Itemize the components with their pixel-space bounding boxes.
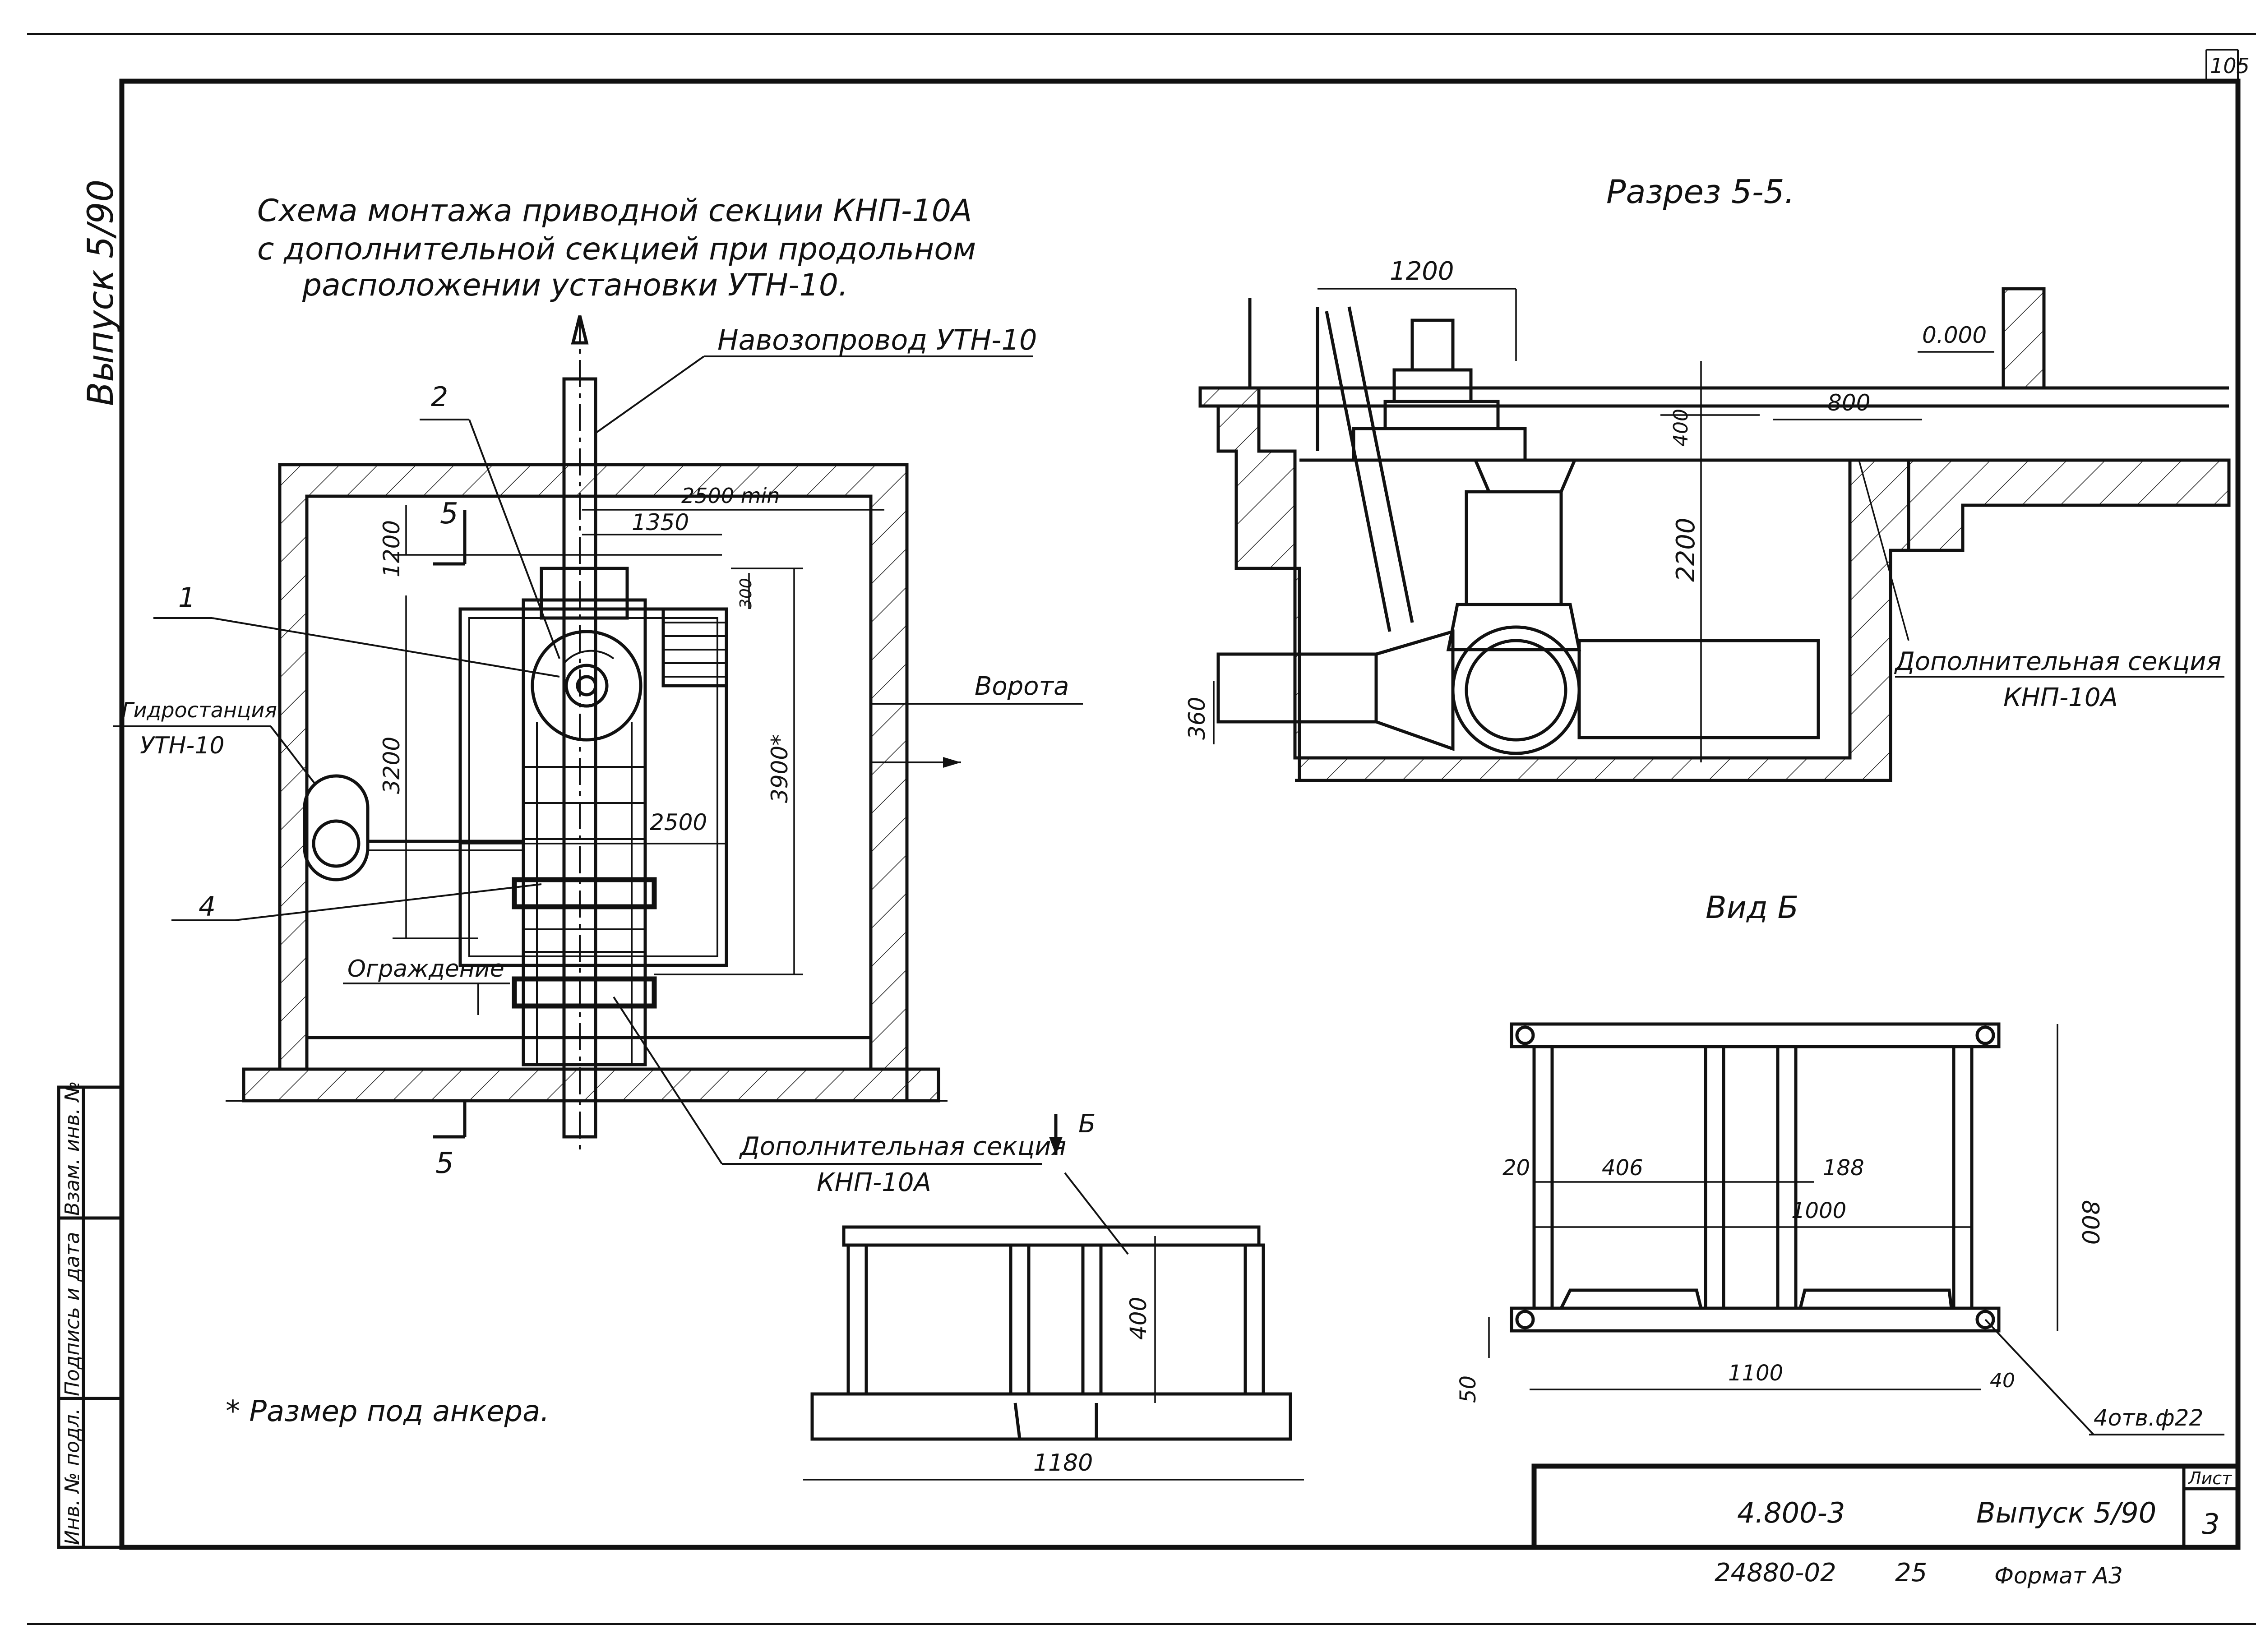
- plan-leaders: [113, 355, 1083, 1165]
- title-line-3: расположении установки УТН-10.: [302, 268, 848, 303]
- bottom-inventory: 24880-02: [1715, 1558, 1836, 1587]
- viewb-dim-40: 40: [1990, 1369, 2015, 1392]
- dim-300: 300: [737, 578, 755, 609]
- stamp-replace-inventory: Взам. инв. №: [61, 1081, 84, 1216]
- stamp-signature-date: Подпись и дата: [61, 1232, 84, 1396]
- drive-frame: [458, 607, 728, 967]
- side-issue-note: Выпуск 5/90: [81, 180, 121, 406]
- viewb-dim-188: 188: [1823, 1155, 1864, 1181]
- label-manure-pipe: Навозопровод УТН-10: [717, 323, 1037, 356]
- small-dim-400: 400: [1125, 1297, 1151, 1340]
- conveyor-body: [522, 598, 647, 1066]
- label-extra-section-1: Дополнительная секция: [739, 1132, 1066, 1161]
- side-stamp: [57, 1085, 124, 1549]
- label-hydro-1: Гидростанция: [122, 698, 277, 722]
- section-label-extra-1: Дополнительная секция: [1894, 647, 2221, 676]
- section-dim-2200: 2200: [1671, 517, 1701, 582]
- callout-1: 1: [178, 582, 195, 614]
- section-dim-400: 400: [1669, 409, 1692, 447]
- label-fence: Ограждение: [347, 955, 504, 983]
- section-5-5: [1198, 287, 2231, 782]
- dim-2500: 2500: [650, 809, 707, 835]
- page-number: 105: [2210, 54, 2250, 78]
- viewb-dim-20: 20: [1502, 1155, 1530, 1181]
- section-title: Разрез 5-5.: [1606, 173, 1794, 211]
- dim-3200: 3200: [379, 737, 405, 794]
- dim-1200: 1200: [379, 520, 405, 577]
- hydro-station: [303, 774, 370, 881]
- label-extra-section-2: КНП-10А: [817, 1168, 931, 1197]
- sheet-label: Лист: [2187, 1468, 2233, 1488]
- stamp-inventory-no: Инв. № подл.: [61, 1408, 84, 1545]
- doc-code: 4.800-3: [1737, 1496, 1845, 1529]
- dim-2500min: 2500 min: [681, 484, 780, 508]
- viewb-dim-50: 50: [1456, 1375, 1481, 1403]
- view-b-mark: Б: [1078, 1109, 1096, 1139]
- viewb-dim-406: 406: [1602, 1155, 1643, 1181]
- viewb-holes: 4отв.ф22: [2094, 1405, 2203, 1431]
- dim-1350: 1350: [632, 509, 689, 535]
- label-gate: Ворота: [975, 672, 1069, 701]
- view-b-title: Вид Б: [1706, 890, 1798, 926]
- title-block: [1531, 1463, 2241, 1550]
- label-hydro-2: УТН-10: [140, 732, 224, 759]
- small-section: [803, 1172, 1304, 1481]
- section-dim-800: 800: [1827, 390, 1870, 416]
- bottom-copy: 25: [1895, 1558, 1927, 1587]
- viewb-dim-1000: 1000: [1791, 1198, 1846, 1223]
- plan-floor-strip: [242, 1067, 940, 1103]
- section-level: 0.000: [1922, 322, 1987, 348]
- title-line-1: Схема монтажа приводной секции КНП-10А: [257, 193, 972, 229]
- cut-mark-bottom: 5: [435, 1147, 454, 1180]
- footnote-anchors: * Размер под анкера.: [226, 1395, 550, 1428]
- stair: [661, 607, 728, 688]
- title-line-2: с дополнительной секцией при продольном: [257, 231, 976, 267]
- callout-4: 4: [199, 891, 216, 923]
- cut-mark-top: 5: [440, 497, 458, 531]
- callout-2: 2: [431, 381, 448, 413]
- view-b: [1488, 1022, 2094, 1435]
- viewb-dim-800: 800: [2076, 1200, 2103, 1245]
- bottom-format: Формат А3: [1994, 1563, 2123, 1589]
- section-dim-1200: 1200: [1390, 257, 1454, 286]
- dim-3900: 3900*: [767, 734, 793, 803]
- viewb-dim-1100: 1100: [1728, 1361, 1783, 1386]
- plan-view: [226, 315, 961, 1155]
- doc-issue: Выпуск 5/90: [1976, 1496, 2156, 1529]
- section-dim-360: 360: [1184, 697, 1210, 740]
- small-dim-1180: 1180: [1033, 1449, 1093, 1477]
- sheet-frame: [27, 33, 2256, 1625]
- section-label-extra-2: КНП-10А: [2003, 683, 2118, 712]
- drawing-title: Схема монтажа приводной секции КНП-10А с…: [257, 193, 976, 303]
- sheet-number: 3: [2202, 1508, 2219, 1541]
